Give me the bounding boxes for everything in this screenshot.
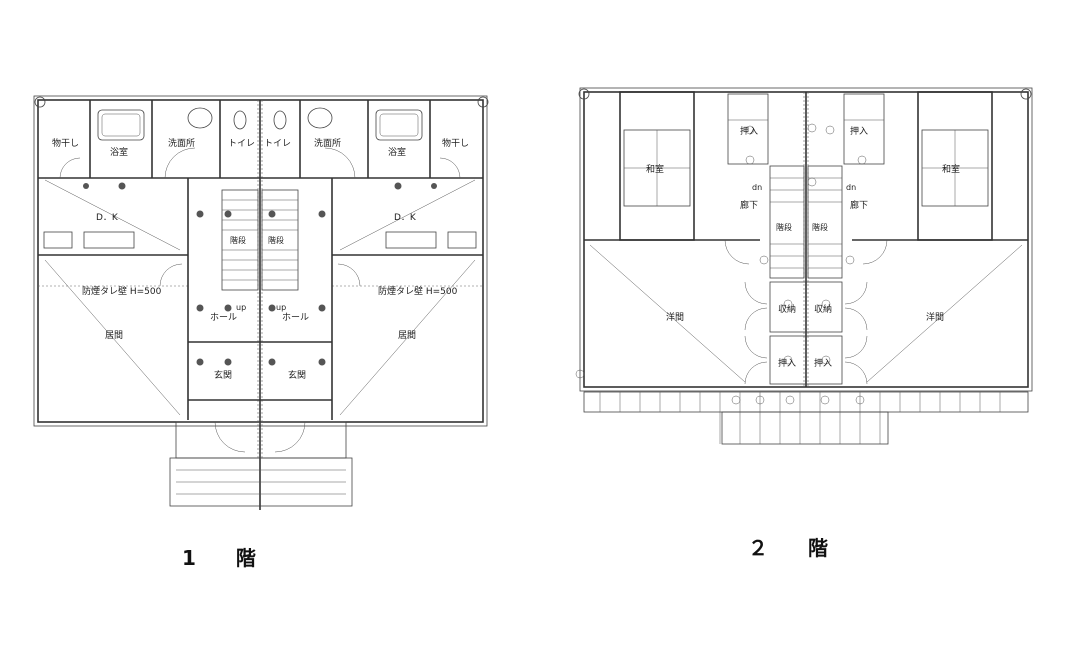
room-label-western-left: 洋間	[666, 311, 684, 323]
room-label-oshiire-right: 押入	[850, 125, 868, 137]
room-label-wash-left: 洗面所	[168, 137, 195, 149]
arrow-label-dn-left: dn	[752, 183, 762, 192]
room-label-washitsu-right: 和室	[942, 163, 960, 175]
room-label-living-left: 居間	[105, 330, 123, 341]
room-label-hall-left: ホール	[210, 312, 237, 323]
room-label-corridor-right: 廊下	[850, 199, 868, 211]
note-smoke-wall-left: 防煙タレ壁 H=500	[82, 285, 162, 297]
room-label-living-right: 居間	[398, 330, 416, 341]
room-label-hall-right: ホール	[282, 312, 309, 323]
arrow-label-up-right: up	[276, 303, 286, 312]
room-label-washitsu-left: 和室	[646, 163, 664, 175]
floor1-plan: 物干し 浴室 洗面所 トイレ トイレ 洗面所 浴室 物干し D．K D．K 階段…	[33, 95, 489, 510]
room-label-oshiire-left: 押入	[740, 125, 758, 137]
room-label-oshiire2-right: 押入	[814, 357, 832, 369]
room-label-drying-right: 物干し	[442, 137, 469, 149]
room-label-bath-left: 浴室	[110, 146, 128, 158]
room-label-stairs2-right: 階段	[812, 222, 828, 232]
room-label-storage-left: 収納	[778, 303, 796, 315]
room-label-entrance-right: 玄関	[288, 369, 306, 381]
room-label-western-right: 洋間	[926, 311, 944, 323]
room-label-bath-right: 浴室	[388, 146, 406, 158]
room-label-stairs-right: 階段	[268, 235, 284, 245]
room-label-storage-right: 収納	[814, 303, 832, 315]
room-label-stairs-left: 階段	[230, 235, 246, 245]
arrow-label-up-left: up	[236, 303, 246, 312]
floor2-plan: 和室 和室 押入 押入 dn dn 廊下 廊下 階段 階段 収納 収納 押入 押…	[575, 87, 1033, 445]
floor2-title: ２ 階	[748, 536, 828, 560]
room-label-wash-right: 洗面所	[314, 137, 341, 149]
room-label-toilet-right: トイレ	[264, 139, 291, 149]
room-label-oshiire2-left: 押入	[778, 357, 796, 369]
floor1-title: 1 階	[182, 546, 256, 570]
room-label-toilet-left: トイレ	[228, 139, 255, 149]
arrow-label-dn-right: dn	[846, 183, 856, 192]
room-label-drying-left: 物干し	[52, 137, 79, 149]
note-smoke-wall-right: 防煙タレ壁 H=500	[378, 285, 458, 297]
room-label-dk-left: D．K	[96, 213, 119, 223]
room-label-entrance-left: 玄関	[214, 369, 232, 381]
room-label-dk-right: D．K	[394, 213, 417, 223]
room-label-corridor-left: 廊下	[740, 199, 758, 211]
room-label-stairs2-left: 階段	[776, 222, 792, 232]
